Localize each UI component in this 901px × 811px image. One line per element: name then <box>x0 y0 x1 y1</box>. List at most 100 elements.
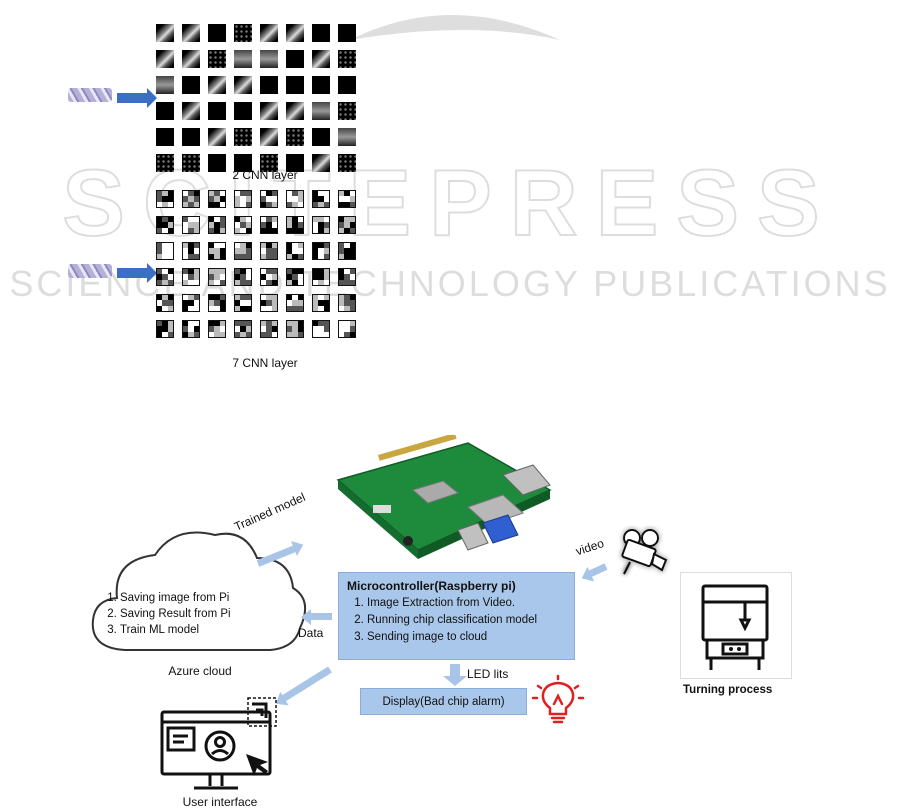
feature-map-cell <box>156 76 174 94</box>
lathe-machine-icon <box>701 584 769 670</box>
feature-map-cell <box>312 294 330 312</box>
feature-map-cell <box>182 268 200 286</box>
feature-map-cell <box>286 216 304 234</box>
feature-map-cell <box>338 50 356 68</box>
feature-map-cell <box>286 190 304 208</box>
feature-map-cell <box>156 24 174 42</box>
cloud-list: Saving image from Pi Saving Result from … <box>92 590 231 638</box>
feature-map-cell <box>234 190 252 208</box>
feature-map-cell <box>338 154 356 172</box>
feature-map-cell <box>260 102 278 120</box>
feature-map-cell <box>156 294 174 312</box>
feature-map-cell <box>286 294 304 312</box>
cloud-item: Train ML model <box>120 622 231 638</box>
feature-map-cell <box>312 216 330 234</box>
microcontroller-item: Running chip classification model <box>367 612 566 629</box>
display-box: Display(Bad chip alarm) <box>360 688 527 715</box>
user-interface-label: User interface <box>182 795 258 809</box>
cnn-layer7-sample-chip <box>68 264 112 278</box>
feature-map-cell <box>260 216 278 234</box>
feature-map-cell <box>234 76 252 94</box>
cnn-layer2-caption: 2 CNN layer <box>232 168 298 182</box>
feature-map-cell <box>182 128 200 146</box>
feature-map-cell <box>156 190 174 208</box>
feature-map-cell <box>234 320 252 338</box>
feature-map-cell <box>286 320 304 338</box>
feature-map-cell <box>182 154 200 172</box>
microcontroller-box: Microcontroller(Raspberry pi) Image Extr… <box>338 572 575 660</box>
feature-map-cell <box>208 50 226 68</box>
data-label: Data <box>298 626 324 640</box>
feature-map-cell <box>312 268 330 286</box>
feature-map-cell <box>208 24 226 42</box>
cloud-item: Saving Result from Pi <box>120 606 231 622</box>
feature-map-cell <box>260 242 278 260</box>
feature-map-cell <box>208 190 226 208</box>
feature-map-cell <box>208 102 226 120</box>
cnn-layer2-sample-chip <box>68 88 112 102</box>
feature-map-cell <box>182 242 200 260</box>
feature-map-cell <box>182 320 200 338</box>
feature-map-cell <box>312 102 330 120</box>
feature-map-cell <box>182 190 200 208</box>
feature-map-cell <box>286 76 304 94</box>
feature-map-cell <box>338 320 356 338</box>
led-arrowhead <box>443 676 467 686</box>
feature-map-cell <box>156 50 174 68</box>
user-interface-icon <box>160 697 277 790</box>
cnn-layer2-feature-grid <box>156 24 356 172</box>
feature-map-cell <box>156 242 174 260</box>
feature-map-cell <box>208 154 226 172</box>
feature-map-cell <box>260 154 278 172</box>
cnn-layer2-arrow <box>117 88 157 108</box>
feature-map-cell <box>286 50 304 68</box>
feature-map-cell <box>260 50 278 68</box>
feature-map-cell <box>260 76 278 94</box>
feature-map-cell <box>312 154 330 172</box>
turning-process-label: Turning process <box>683 684 773 696</box>
microcontroller-title: Microcontroller(Raspberry pi) <box>347 579 516 593</box>
feature-map-cell <box>286 268 304 286</box>
feature-map-cell <box>156 320 174 338</box>
feature-map-cell <box>338 190 356 208</box>
feature-map-cell <box>234 294 252 312</box>
video-camera-icon <box>621 529 668 575</box>
feature-map-cell <box>182 50 200 68</box>
feature-map-cell <box>208 216 226 234</box>
feature-map-cell <box>338 102 356 120</box>
led-arrow <box>450 664 460 678</box>
data-arrow <box>310 613 332 620</box>
feature-map-cell <box>156 102 174 120</box>
feature-map-cell <box>156 128 174 146</box>
feature-map-cell <box>286 154 304 172</box>
feature-map-cell <box>208 128 226 146</box>
cloud-item: Saving image from Pi <box>120 590 231 606</box>
feature-map-cell <box>234 24 252 42</box>
feature-map-cell <box>208 76 226 94</box>
feature-map-cell <box>182 294 200 312</box>
feature-map-cell <box>338 242 356 260</box>
cloud-caption: Azure cloud <box>168 664 232 678</box>
raspberry-pi-board <box>336 435 552 559</box>
feature-map-cell <box>338 216 356 234</box>
feature-map-cell <box>260 268 278 286</box>
feature-map-cell <box>286 24 304 42</box>
feature-map-cell <box>182 76 200 94</box>
feature-map-cell <box>234 242 252 260</box>
feature-map-cell <box>208 268 226 286</box>
feature-map-cell <box>312 320 330 338</box>
cnn-layer7-arrow <box>117 263 157 283</box>
feature-map-cell <box>286 128 304 146</box>
feature-map-cell <box>182 102 200 120</box>
feature-map-cell <box>312 50 330 68</box>
feature-map-cell <box>338 76 356 94</box>
feature-map-cell <box>312 128 330 146</box>
cnn-layer7-caption: 7 CNN layer <box>232 356 298 370</box>
feature-map-cell <box>260 294 278 312</box>
feature-map-cell <box>260 24 278 42</box>
feature-map-cell <box>156 154 174 172</box>
turning-process-panel <box>680 572 792 679</box>
feature-map-cell <box>156 268 174 286</box>
feature-map-cell <box>182 216 200 234</box>
microcontroller-item: Sending image to cloud <box>367 629 566 646</box>
